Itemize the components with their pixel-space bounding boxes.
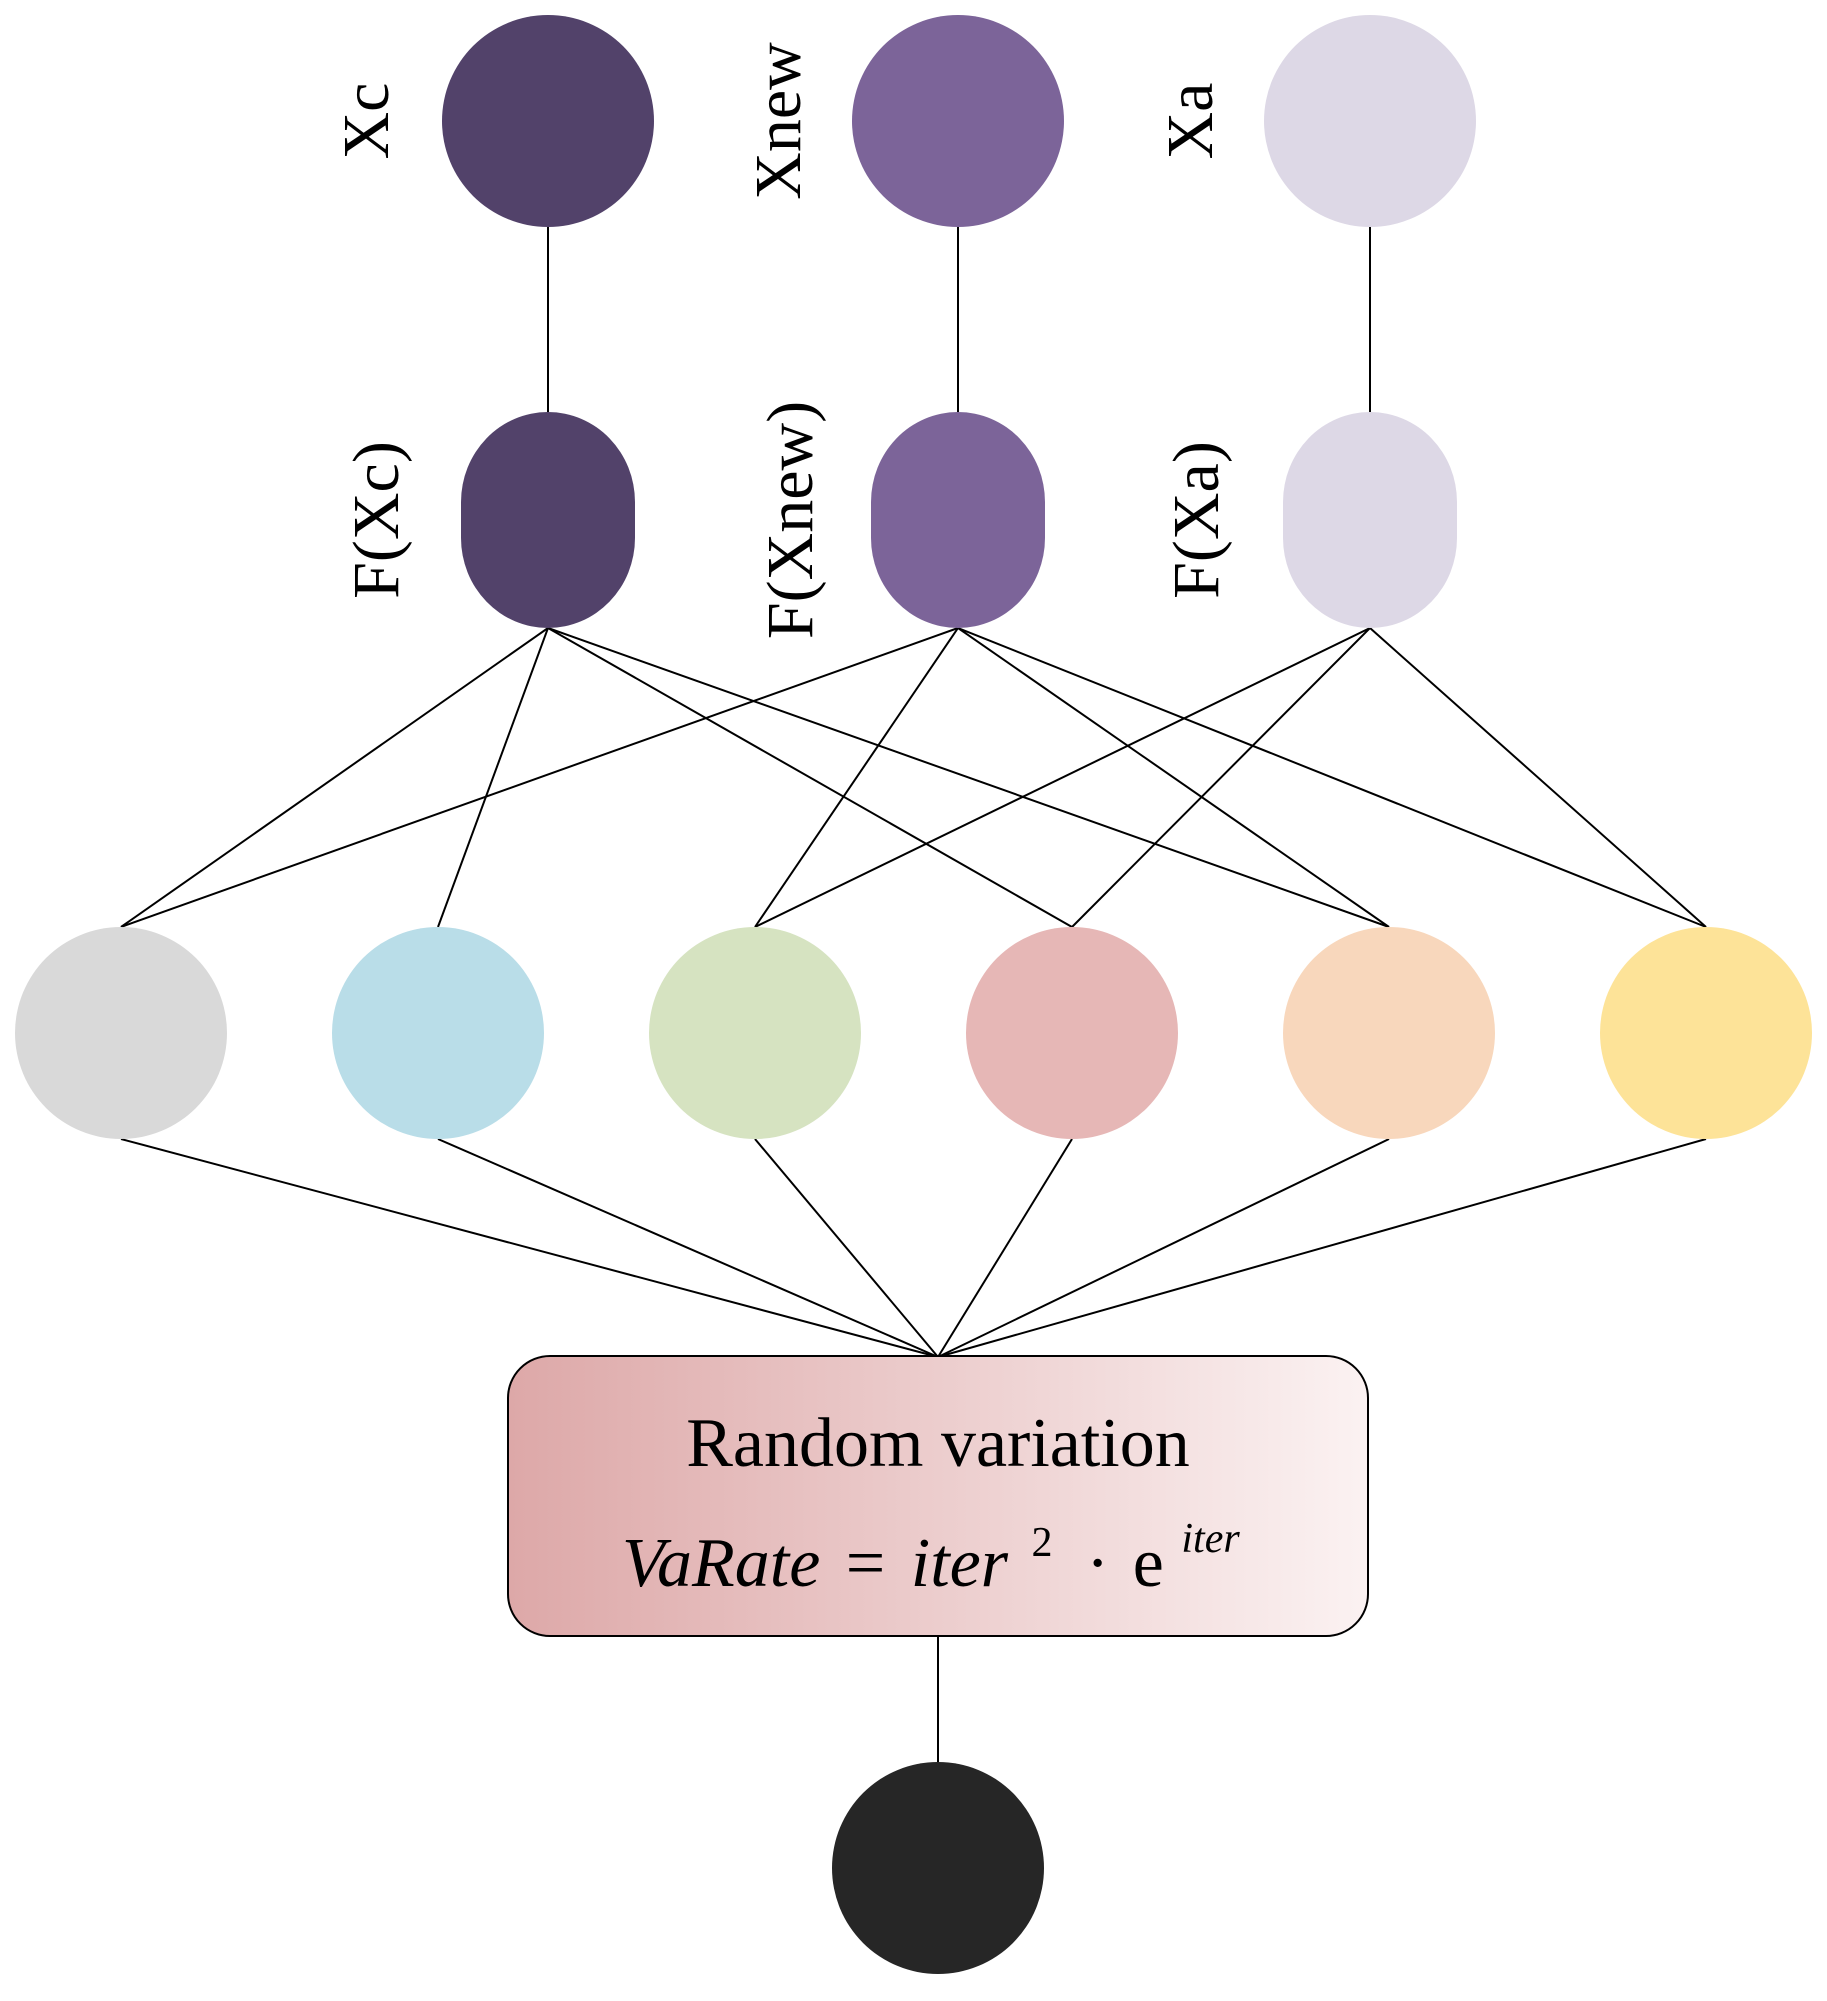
edge-f-xnew-to-h5 [957, 627, 1390, 928]
edge-f-xa-to-h4 [1071, 627, 1371, 928]
formula-e-exponent: iter [1181, 1516, 1240, 1562]
edge-h6-to-box [937, 1138, 1707, 1358]
hidden-node-h6 [1600, 927, 1812, 1139]
node-xc [442, 15, 654, 227]
edge-h2-to-box [437, 1138, 939, 1358]
edge-f-xa-to-h6 [1369, 627, 1707, 928]
node-f-xc [461, 412, 635, 628]
edge-f-xc-to-h1 [120, 627, 549, 928]
edge-f-xnew-to-h1 [120, 627, 959, 928]
node-f-xa [1283, 412, 1457, 628]
label-xc: Xc [330, 83, 403, 160]
edge-h5-to-box [937, 1138, 1390, 1358]
node-f-xnew [871, 412, 1045, 628]
edge-h1-to-box [120, 1138, 939, 1358]
hidden-node-h2 [332, 927, 544, 1139]
edge-f-xnew-to-h3 [754, 627, 959, 928]
random-variation-box: Random variation VaRate = iter 2 · e ite… [507, 1355, 1369, 1637]
edges-layer [120, 227, 1707, 1762]
hidden-node-h3 [649, 927, 861, 1139]
formula-base: iter [911, 1525, 1009, 1602]
hidden-node-h5 [1283, 927, 1495, 1139]
label-f-xc: F(Xc) [340, 441, 413, 599]
output-node [832, 1762, 1044, 1974]
edge-f-xa-to-h3 [754, 627, 1371, 928]
edge-f-xc-to-h5 [547, 627, 1390, 928]
node-xa [1264, 15, 1476, 227]
formula-dot: · [1086, 1525, 1109, 1602]
edge-h3-to-box [754, 1138, 939, 1358]
random-variation-title: Random variation [686, 1405, 1190, 1482]
varate-formula: VaRate = iter 2 · e iter [622, 1495, 1240, 1602]
label-f-xnew: F(Xnew) [754, 401, 827, 639]
random-variation-box-rect [507, 1355, 1369, 1637]
label-f-xa: F(Xa) [1160, 441, 1233, 599]
label-xnew: Xnew [742, 42, 815, 200]
edge-h4-to-box [937, 1138, 1073, 1358]
edge-f-xc-to-h4 [547, 627, 1073, 928]
formula-equals: = [846, 1525, 885, 1602]
formula-e: e [1133, 1525, 1164, 1602]
label-xa: Xa [1154, 83, 1227, 160]
node-xnew [852, 15, 1064, 227]
formula-lhs: VaRate [622, 1525, 820, 1602]
edge-f-xc-to-h2 [437, 627, 549, 928]
hidden-node-h4 [966, 927, 1178, 1139]
formula-exponent: 2 [1031, 1520, 1052, 1566]
edge-f-xnew-to-h6 [957, 627, 1707, 928]
hidden-node-h1 [15, 927, 227, 1139]
